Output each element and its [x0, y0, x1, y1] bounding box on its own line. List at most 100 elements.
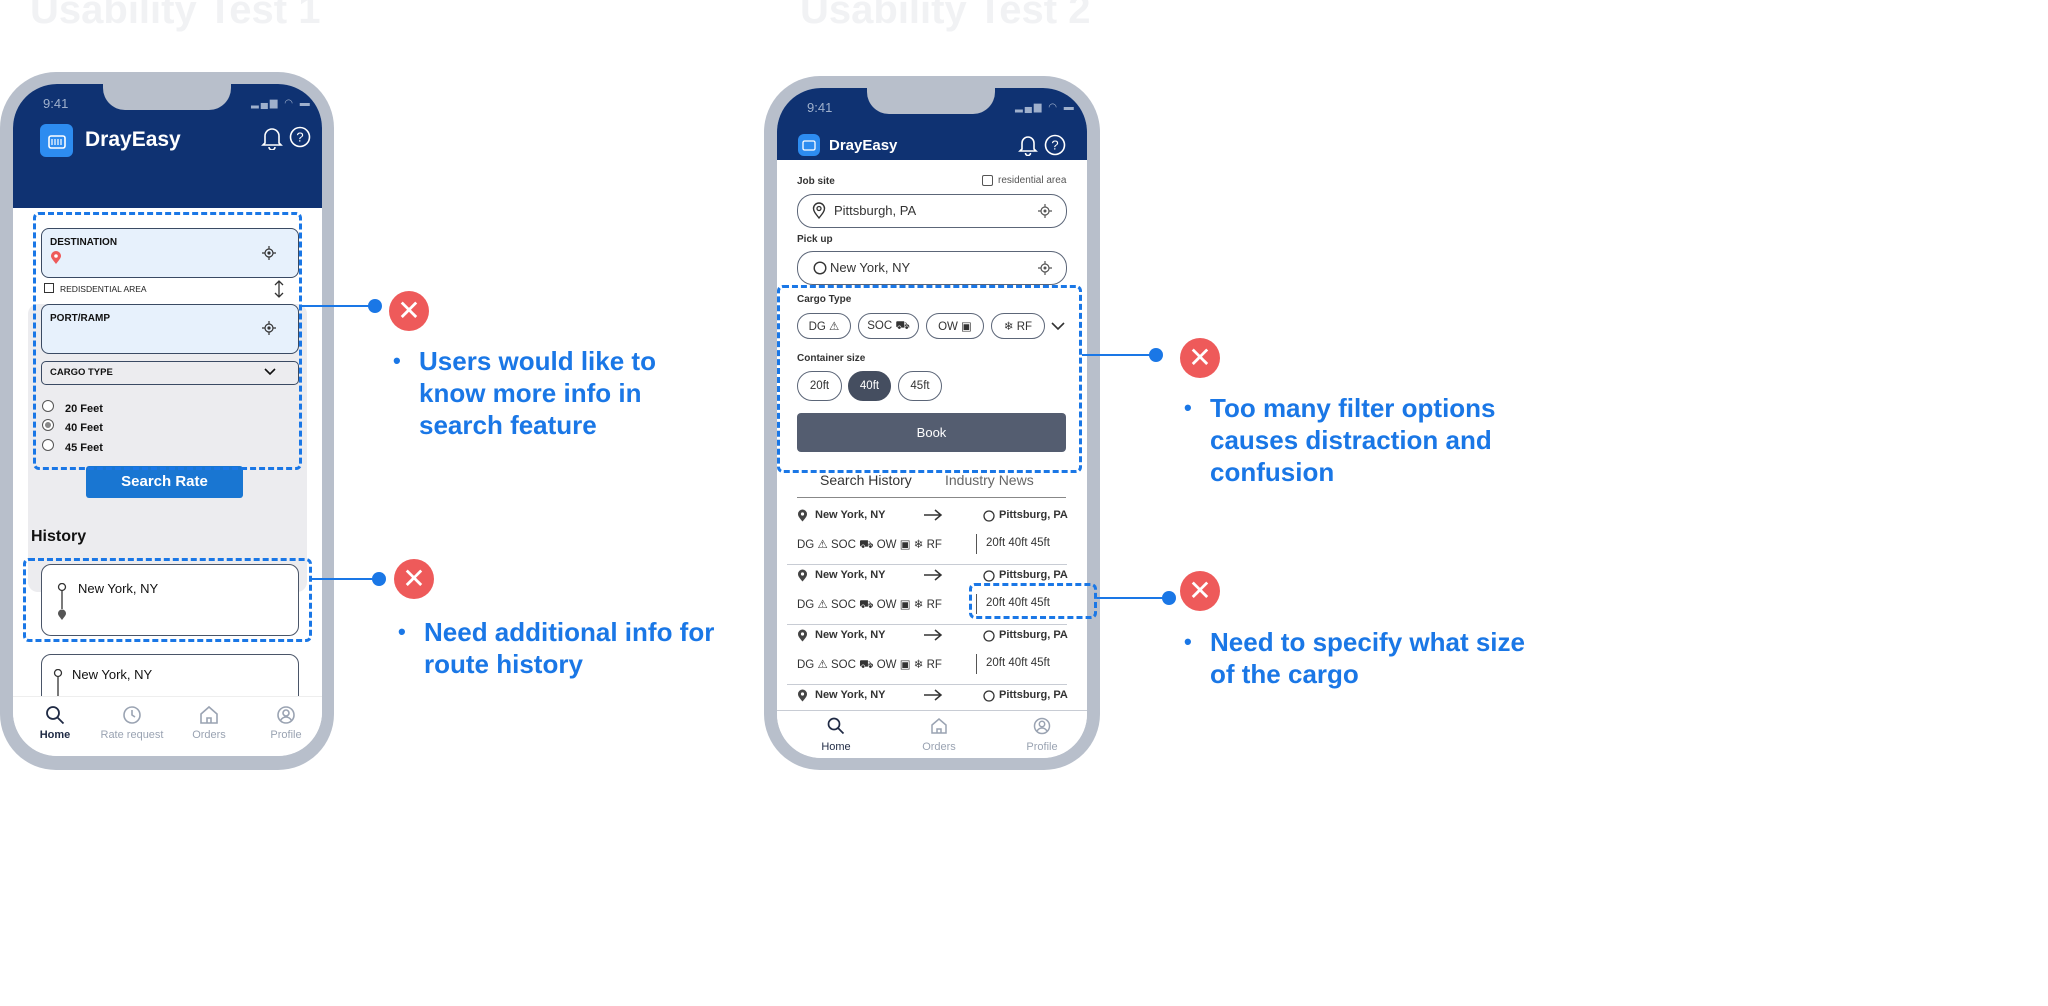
route-to: Pittsburg, PA [999, 689, 1068, 701]
arrow-right-icon [924, 569, 943, 581]
bottom-nav-1: Home Rate request Orders Profile [13, 696, 322, 756]
origin-circle-icon [983, 690, 995, 702]
route-row[interactable]: New York, NY Pittsburg, PA DG ⚠ SOC ⛟ OW… [777, 566, 1087, 626]
tab-search-history[interactable]: Search History [820, 472, 912, 488]
history-origin: New York, NY [72, 667, 153, 682]
highlight-filter-options [777, 285, 1082, 473]
port-ramp-label: PORT/RAMP [50, 313, 110, 324]
bullet-icon: • [1184, 395, 1192, 420]
map-pin-icon [798, 509, 807, 522]
locate-icon[interactable] [262, 321, 276, 335]
radio-45-feet[interactable] [42, 439, 54, 451]
job-site-field[interactable]: Pittsburgh, PA [797, 194, 1067, 228]
help-icon[interactable]: ? [1044, 134, 1066, 156]
route-to: Pittsburg, PA [999, 569, 1068, 581]
app-logo-icon [40, 124, 73, 157]
bell-icon[interactable] [1018, 134, 1038, 156]
residential-checkbox[interactable] [982, 175, 993, 186]
history-title: History [31, 528, 87, 545]
search-icon[interactable] [827, 717, 845, 735]
app-name-1: DrayEasy [85, 128, 181, 151]
swap-icon[interactable] [272, 280, 286, 298]
search-icon[interactable] [45, 705, 65, 725]
chevron-down-icon[interactable] [1051, 321, 1065, 331]
home-icon[interactable] [930, 717, 948, 735]
annotation-search-info: • Users would like to know more info in … [393, 345, 699, 441]
map-pin-icon [812, 202, 826, 219]
locate-icon[interactable] [1038, 204, 1052, 218]
chip-size-45[interactable]: 45ft [898, 371, 942, 401]
profile-icon[interactable] [276, 705, 296, 725]
chip-size-40[interactable]: 40ft [848, 371, 891, 401]
nav-orders-label[interactable]: Orders [192, 729, 226, 741]
route-from: New York, NY [815, 629, 886, 641]
chip-size-20[interactable]: 20ft [797, 371, 842, 401]
locate-icon[interactable] [262, 246, 276, 260]
route-from: New York, NY [815, 689, 886, 701]
route-icon [53, 669, 63, 697]
origin-circle-icon [983, 630, 995, 642]
cargo-type-label: Cargo Type [797, 294, 852, 305]
profile-icon[interactable] [1033, 717, 1051, 735]
radio-20-feet[interactable] [42, 400, 54, 412]
search-rate-button[interactable]: Search Rate [86, 466, 243, 498]
history-card[interactable]: New York, NY [41, 564, 299, 636]
route-icon [57, 583, 67, 620]
app-name-2: DrayEasy [829, 137, 898, 154]
phone-screen-1: 9:41 ▂▄▆ ◠ ▬ DrayEasy ? DESTINATION REDI… [13, 84, 322, 756]
error-x-icon: ✕ [1180, 571, 1220, 611]
route-to: Pittsburg, PA [999, 629, 1068, 641]
job-site-value: Pittsburgh, PA [834, 203, 917, 218]
destination-field[interactable]: DESTINATION [41, 228, 299, 278]
annotation-text: Too many filter options causes distracti… [1210, 393, 1496, 487]
residential-checkbox[interactable] [44, 283, 54, 293]
book-button[interactable]: Book [797, 413, 1066, 452]
chip-soc[interactable]: SOC ⛟ [858, 313, 919, 339]
svg-text:?: ? [296, 130, 303, 145]
tab-industry-news[interactable]: Industry News [945, 472, 1034, 488]
row-divider [787, 624, 1067, 625]
nav-orders-label[interactable]: Orders [922, 741, 956, 753]
status-time-2: 9:41 [807, 100, 833, 115]
chip-ow[interactable]: OW ▣ [926, 313, 984, 339]
route-row[interactable]: New York, NY Pittsburg, PA DG ⚠ SOC ⛟ OW… [777, 506, 1087, 566]
route-sizes: 20ft 40ft 45ft [986, 597, 1050, 609]
nav-home-label[interactable]: Home [821, 741, 851, 753]
clock-icon[interactable] [122, 705, 142, 725]
chevron-down-icon [264, 368, 276, 376]
port-ramp-field[interactable]: PORT/RAMP [41, 304, 299, 354]
history-origin: New York, NY [78, 581, 159, 596]
row-divider [787, 564, 1067, 565]
size-label-20: 20 Feet [65, 403, 103, 415]
home-icon[interactable] [199, 705, 219, 725]
highlight-cargo-size [969, 583, 1097, 619]
destination-label: DESTINATION [50, 237, 118, 248]
annotation-route-history: • Need additional info for route history [398, 616, 724, 680]
nav-rate-request-label[interactable]: Rate request [100, 729, 164, 741]
ghost-title-left: Usability Test 1 [30, 0, 321, 32]
error-x-icon: ✕ [394, 559, 434, 599]
size-label-45: 45 Feet [65, 442, 103, 454]
radio-40-feet[interactable] [42, 419, 54, 431]
nav-profile-label[interactable]: Profile [1026, 741, 1058, 753]
bell-icon[interactable] [261, 126, 283, 150]
locate-icon[interactable] [1038, 261, 1052, 275]
connector-dot [1149, 348, 1163, 362]
chip-dg[interactable]: DG ⚠ [797, 313, 851, 339]
cargo-type-select[interactable]: CARGO TYPE [41, 361, 299, 385]
route-row[interactable]: New York, NY Pittsburg, PA DG ⚠ SOC ⛟ OW… [777, 626, 1087, 686]
map-pin-icon [798, 689, 807, 702]
nav-home-label[interactable]: Home [39, 729, 71, 741]
route-from: New York, NY [815, 569, 886, 581]
map-pin-icon [798, 629, 807, 642]
connector-line [1097, 597, 1167, 599]
chip-rf[interactable]: ❄ RF [991, 313, 1045, 339]
phone-notch-1 [103, 84, 231, 110]
route-row[interactable]: New York, NY Pittsburg, PA [777, 686, 1087, 710]
phone-screen-2: 9:41 ▂▄▆ ◠ ▬ DrayEasy ? Job site residen… [777, 88, 1087, 758]
nav-profile-label[interactable]: Profile [270, 729, 302, 741]
route-sizes: 20ft 40ft 45ft [986, 657, 1050, 669]
help-icon[interactable]: ? [289, 126, 311, 148]
pickup-field[interactable]: New York, NY [797, 251, 1067, 285]
connector-line [1082, 354, 1156, 356]
